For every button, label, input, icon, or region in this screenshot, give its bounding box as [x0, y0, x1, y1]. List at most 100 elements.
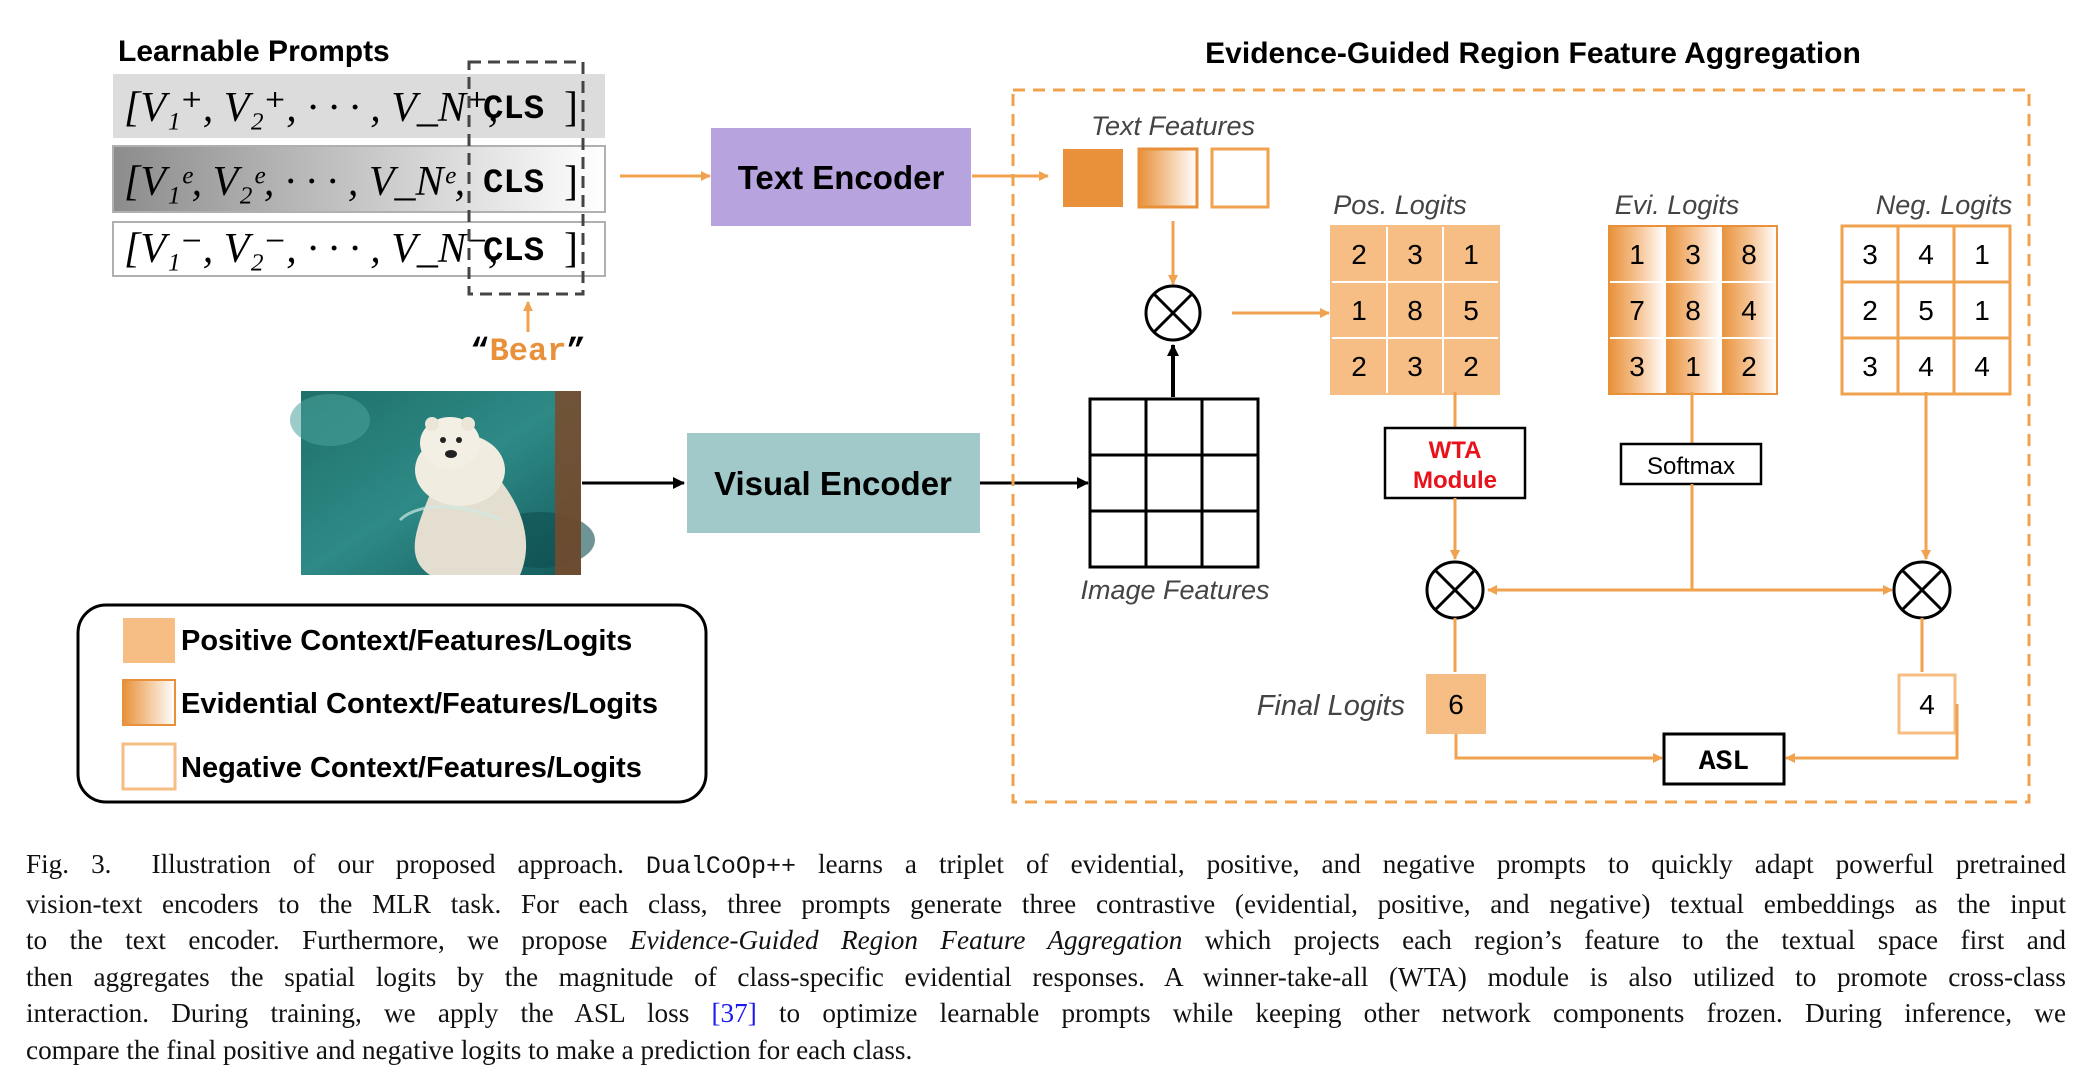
prompt-evidential: [V₁ᵉ, V₂ᵉ, · · · , V_Nᵉ, CLS ] — [112, 145, 606, 213]
final-pos-to-asl-arrow — [1454, 734, 1663, 763]
evi-logit-cell: 8 — [1741, 239, 1757, 270]
evi-logit-cell-box — [1664, 281, 1722, 339]
caption-line3-em: Evidence-Guided Region Feature Aggregati… — [629, 925, 1183, 955]
figure-caption: Fig. 3. Illustration of our proposed app… — [26, 846, 2066, 1068]
caption-line5-b: to optimize learnable prompts while keep… — [778, 998, 2067, 1028]
neg-logit-cell: 3 — [1862, 351, 1878, 382]
evi-logit-cell-box — [1664, 337, 1722, 395]
prompt-evidential-cls: CLS — [483, 165, 544, 203]
legend-evidential-label: Evidential Context/Features/Logits — [181, 688, 658, 720]
pos-logit-cell: 1 — [1351, 295, 1367, 326]
evi-logit-cell-box — [1720, 337, 1778, 395]
final-pos-logit: 6 — [1448, 689, 1464, 720]
pos-logit-cell: 1 — [1463, 239, 1479, 270]
prompt-positive: [V₁⁺, V₂⁺, · · · , V_N⁺, CLS ] — [113, 74, 605, 138]
legend-negative-swatch — [121, 742, 177, 791]
evi-logit-cell: 1 — [1629, 239, 1645, 270]
neg-logit-cell: 4 — [1974, 351, 1990, 382]
pos-logit-cell: 8 — [1407, 295, 1423, 326]
cls-dashed-box — [467, 60, 585, 296]
legend-positive-swatch — [123, 618, 175, 663]
pos-logit-cell: 3 — [1407, 351, 1423, 382]
evi-logit-cell: 3 — [1685, 239, 1701, 270]
caption-method-name: DualCoOp++ — [645, 852, 796, 881]
visual-encoder-label: Visual Encoder — [714, 465, 952, 502]
image-features-grid — [1088, 397, 1260, 569]
final-logits-label: Final Logits — [1257, 690, 1405, 722]
image-features-label: Image Features — [1080, 575, 1269, 605]
product-symbol-pos — [1425, 560, 1485, 620]
caption-line3-a: to the text encoder. Furthermore, we pro… — [26, 925, 608, 955]
asl-box — [1662, 732, 1786, 786]
caption-line1-b: learns a triplet of evidential, positive… — [817, 849, 2067, 879]
prompt-positive-text: [V₁⁺, V₂⁺, · · · , V_N⁺, — [124, 85, 499, 131]
pos-logit-cell-box — [1442, 337, 1500, 395]
method-figure: Learnable Prompts Evidence-Guided Region… — [76, 35, 2031, 804]
prompt-positive-cls: CLS — [483, 91, 544, 129]
pos-logit-cell-box — [1386, 337, 1444, 395]
pos-logit-cell: 3 — [1407, 239, 1423, 270]
neg-logit-cell: 1 — [1974, 239, 1990, 270]
pos-logit-cell: 5 — [1463, 295, 1479, 326]
product-symbol-neg — [1892, 560, 1952, 620]
final-pos-logit-box — [1426, 674, 1486, 734]
pos-logits-label: Pos. Logits — [1333, 190, 1467, 220]
evi-logit-cell: 1 — [1685, 351, 1701, 382]
evi-logits-label: Evi. Logits — [1615, 190, 1740, 220]
prompt-negative-text: [V₁⁻, V₂⁻, · · · , V_N⁻, — [124, 226, 499, 272]
wta-line2: Module — [1413, 467, 1497, 494]
caption-line4: then aggregates the spatial logits by th… — [26, 961, 2066, 992]
legend-positive-label: Positive Context/Features/Logits — [181, 625, 632, 657]
legend-evidential-swatch — [122, 679, 176, 726]
neg-logit-cell: 2 — [1862, 295, 1878, 326]
evi-logit-cell: 8 — [1685, 295, 1701, 326]
prompt-negative-bracket: ] — [564, 226, 578, 272]
text-encoder-label: Text Encoder — [738, 159, 945, 196]
caption-citation-link[interactable]: [37] — [711, 998, 757, 1028]
pos-logit-cell: 2 — [1463, 351, 1479, 382]
neg-logit-cell-box — [1952, 336, 2012, 396]
neg-logit-cell: 3 — [1862, 239, 1878, 270]
legend-box — [76, 603, 708, 804]
neg-logit-cell: 4 — [1918, 351, 1934, 382]
prompt-evidential-bracket: ] — [564, 159, 578, 205]
pos-logit-cell-border — [1330, 225, 1500, 395]
evi-logit-cell: 7 — [1629, 295, 1645, 326]
text-encoder-box — [711, 128, 971, 226]
evi-logit-cell: 4 — [1741, 295, 1757, 326]
caption-line5-a: interaction. During training, we apply t… — [26, 998, 690, 1028]
polar-bear-photo — [290, 391, 595, 575]
evi-logits-grid: 1 3 8 7 8 4 3 1 2 — [1608, 225, 1778, 395]
right-title: Evidence-Guided Region Feature Aggregati… — [1205, 37, 1861, 70]
neg-logit-cell: 5 — [1918, 295, 1934, 326]
pos-logit-cell: 2 — [1351, 239, 1367, 270]
neg-logits-label: Neg. Logits — [1876, 190, 2013, 220]
prompt-evidential-text: [V₁ᵉ, V₂ᵉ, · · · , V_Nᵉ, — [124, 159, 465, 205]
class-name-label: “Bear” — [470, 333, 585, 370]
prompt-negative: [V₁⁻, V₂⁻, · · · , V_N⁻, CLS ] — [112, 221, 606, 277]
text-features-label: Text Features — [1091, 111, 1255, 141]
softmax-label: Softmax — [1647, 453, 1735, 480]
text-feature-negative — [1210, 147, 1270, 209]
caption-line1-a: Illustration of our proposed approach. — [151, 849, 624, 879]
caption-line3-b: which projects each region’s feature to … — [1204, 925, 2067, 955]
neg-logit-cell: 4 — [1918, 239, 1934, 270]
caption-label: Fig. 3. — [26, 849, 112, 879]
neg-logit-cell-box — [1952, 224, 2012, 284]
prompt-negative-cls: CLS — [483, 233, 544, 271]
evi-logit-cell: 2 — [1741, 351, 1757, 382]
final-neg-logit: 4 — [1919, 689, 1935, 720]
wta-line1: WTA — [1429, 437, 1482, 464]
caption-line2: vision-text encoders to the MLR task. Fo… — [26, 888, 2066, 919]
caption-line6: compare the final positive and negative … — [26, 1034, 913, 1065]
text-feature-evidential — [1137, 147, 1199, 209]
softmax-box — [1619, 442, 1763, 486]
asl-label: ASL — [1699, 747, 1749, 778]
final-neg-to-asl-arrow — [1785, 704, 1959, 763]
evi-logit-cell: 3 — [1629, 351, 1645, 382]
prompt-positive-bracket: ] — [564, 85, 578, 131]
product-symbol-main — [1144, 284, 1202, 342]
text-feature-positive — [1063, 149, 1123, 207]
